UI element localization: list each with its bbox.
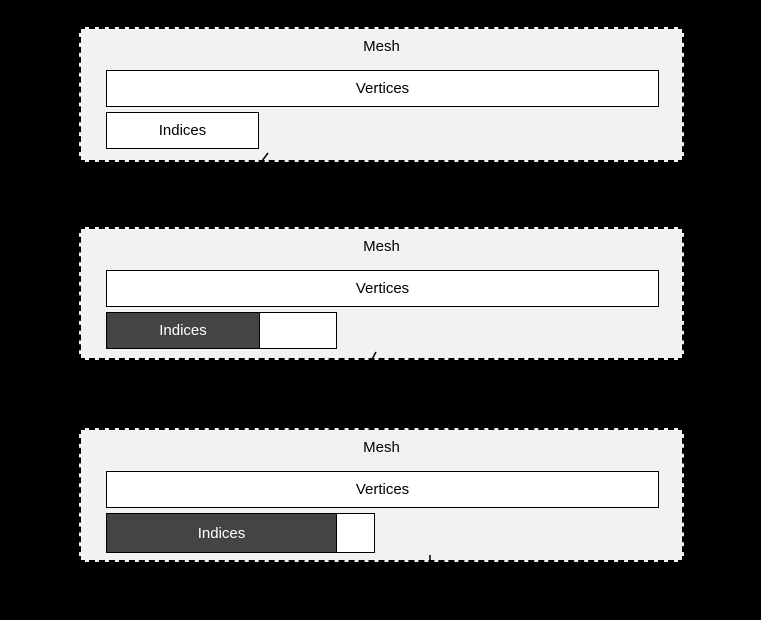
indices-buffer: Indices xyxy=(106,112,259,149)
indices-end-pointer xyxy=(363,348,389,376)
indices-label: Indices xyxy=(158,122,207,139)
vertices-box: Vertices xyxy=(106,471,659,508)
indices-label: Indices xyxy=(159,322,207,339)
indices-used-region: Indices xyxy=(107,313,260,348)
mesh-title: Mesh xyxy=(363,238,400,255)
indices-end-pointer xyxy=(422,552,448,582)
vertices-label: Vertices xyxy=(355,80,410,97)
mesh-panel-2: Mesh Vertices Indices xyxy=(79,227,684,376)
vertices-label: Vertices xyxy=(355,481,410,498)
indices-used-region: Indices xyxy=(107,113,258,148)
mesh-panel-1: Mesh Vertices Indices xyxy=(79,27,684,178)
indices-used-region: Indices xyxy=(107,514,337,552)
mesh-title: Mesh xyxy=(363,439,400,456)
mesh-title: Mesh xyxy=(363,38,400,55)
indices-buffer: Indices xyxy=(106,513,375,553)
vertices-label: Vertices xyxy=(355,280,410,297)
vertices-box: Vertices xyxy=(106,70,659,107)
indices-buffer: Indices xyxy=(106,312,337,349)
indices-end-pointer xyxy=(247,147,273,178)
mesh-panel-3: Mesh Vertices Indices xyxy=(79,428,684,580)
vertices-box: Vertices xyxy=(106,270,659,307)
indices-label: Indices xyxy=(197,524,246,542)
